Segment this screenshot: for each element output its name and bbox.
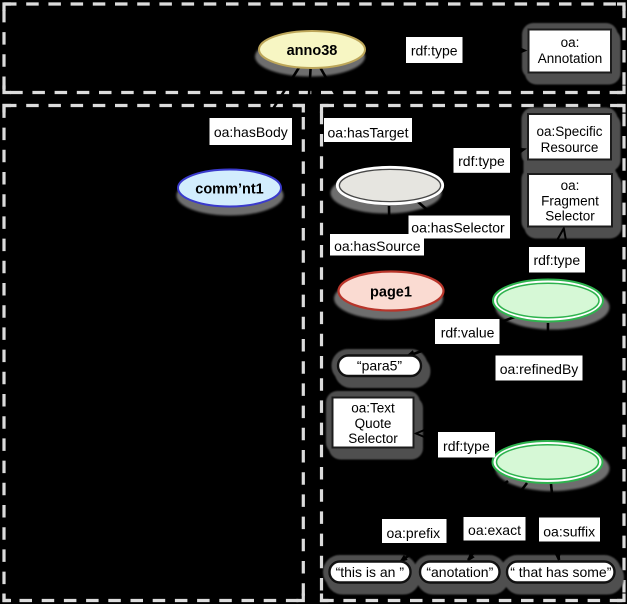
- svg-text:anno38: anno38: [287, 43, 338, 59]
- svg-text:Annotation: Annotation: [538, 51, 603, 66]
- svg-text:rdf:type: rdf:type: [533, 252, 580, 268]
- svg-text:Resource: Resource: [541, 140, 599, 155]
- svg-text:oa:hasBody: oa:hasBody: [214, 124, 288, 140]
- svg-text:oa:exact: oa:exact: [468, 522, 521, 538]
- svg-text:“anotation”: “anotation”: [426, 564, 493, 580]
- svg-text:rdf:type: rdf:type: [411, 43, 458, 59]
- svg-text:oa:: oa:: [561, 178, 580, 193]
- svg-text:oa:hasSource: oa:hasSource: [334, 238, 421, 254]
- svg-text:oa:suffix: oa:suffix: [543, 524, 595, 540]
- svg-text:oa:Specific: oa:Specific: [536, 124, 602, 139]
- svg-text:Quote: Quote: [355, 416, 392, 431]
- svg-text:oa:refinedBy: oa:refinedBy: [500, 361, 579, 377]
- svg-text:“this is an ”: “this is an ”: [336, 564, 405, 580]
- svg-text:page1: page1: [370, 284, 412, 300]
- svg-text:oa:hasSelector: oa:hasSelector: [411, 220, 505, 236]
- svg-text:rdf:value: rdf:value: [441, 325, 495, 341]
- svg-text:oa:Text: oa:Text: [351, 401, 395, 416]
- svg-text:Selector: Selector: [545, 209, 595, 224]
- svg-text:oa:: oa:: [561, 35, 580, 50]
- svg-text:“para5”: “para5”: [357, 357, 402, 373]
- svg-text:oa:prefix: oa:prefix: [386, 525, 440, 541]
- svg-text:rdf:type: rdf:type: [443, 438, 490, 454]
- svg-text:“ that has some”: “ that has some”: [510, 564, 611, 580]
- svg-text:oa:hasTarget: oa:hasTarget: [328, 124, 409, 140]
- svg-text:rdf:type: rdf:type: [458, 153, 505, 169]
- svg-text:Fragment: Fragment: [541, 193, 599, 208]
- svg-text:comm’nt1: comm’nt1: [195, 181, 264, 197]
- svg-text:Selector: Selector: [348, 431, 398, 446]
